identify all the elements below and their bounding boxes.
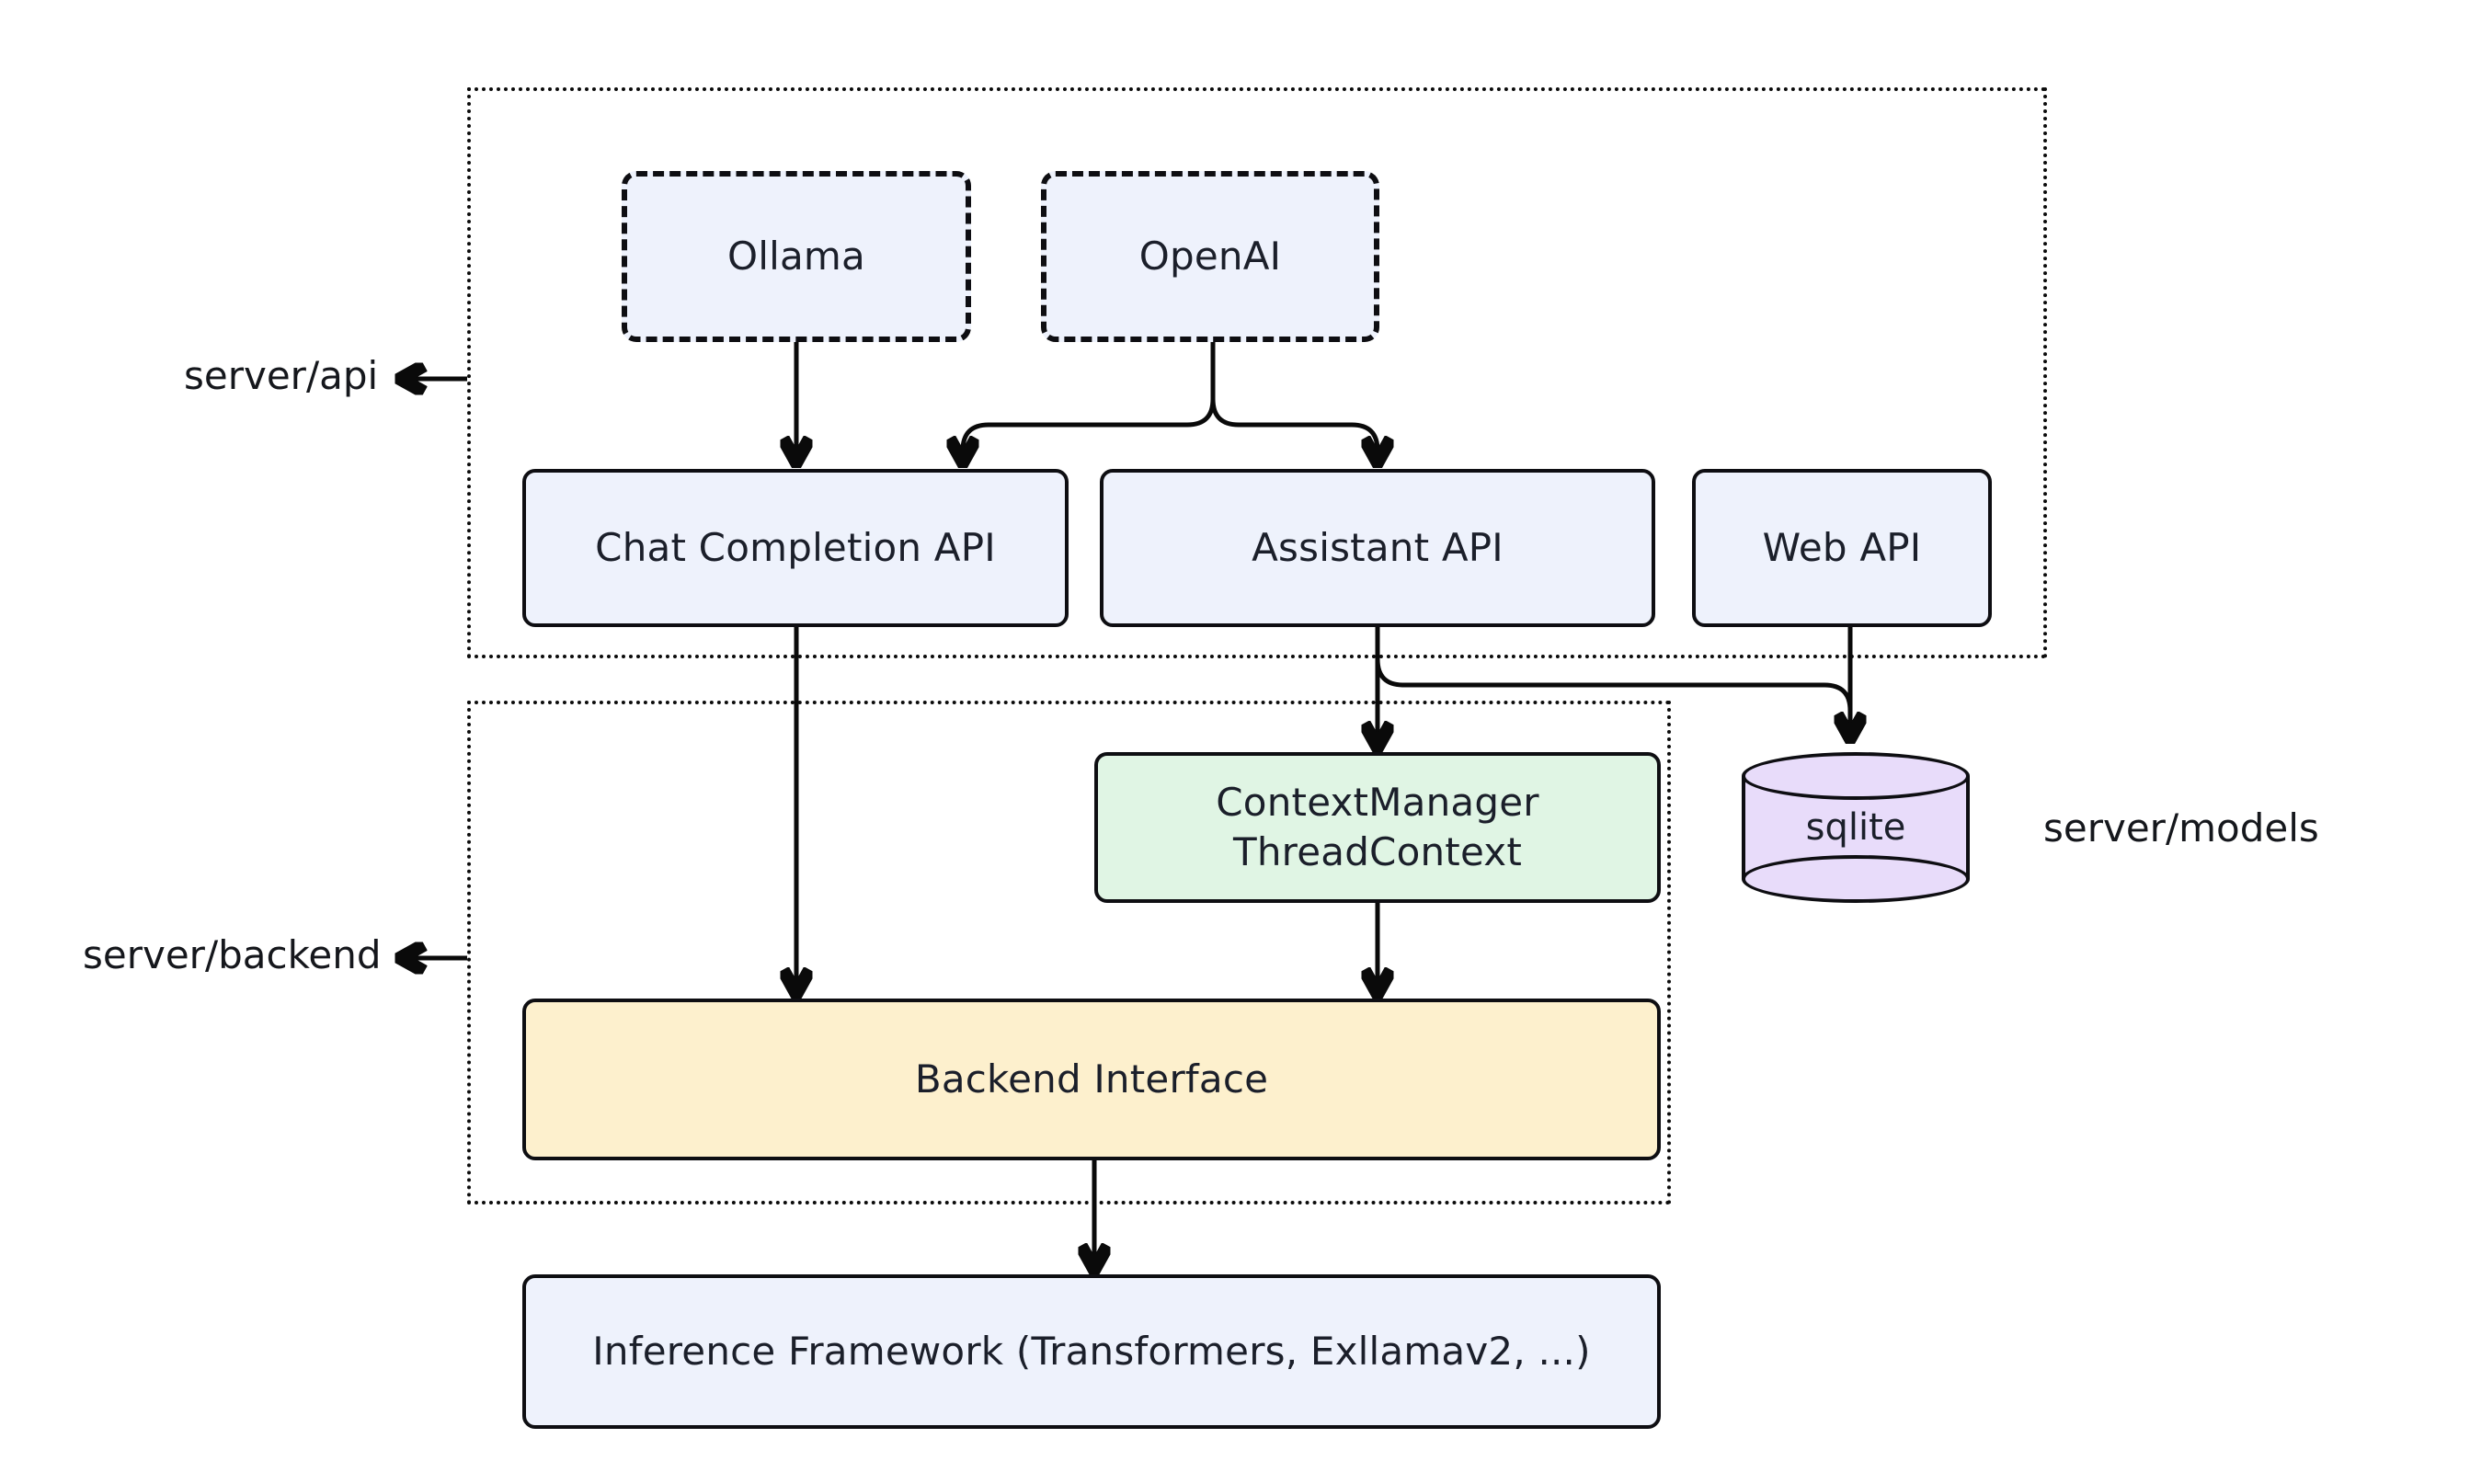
label-server-api: server/api — [184, 353, 379, 398]
node-chat-completion-api-label: Chat Completion API — [595, 525, 996, 571]
node-chat-completion-api[interactable]: Chat Completion API — [522, 469, 1069, 627]
node-web-api-label: Web API — [1762, 525, 1922, 571]
node-backend-interface-label: Backend Interface — [914, 1056, 1269, 1102]
label-server-models: server/models — [2043, 805, 2319, 850]
node-context-manager-label: ContextManager ThreadContext — [1216, 780, 1539, 874]
node-inference-framework[interactable]: Inference Framework (Transformers, Exlla… — [522, 1274, 1661, 1429]
node-assistant-api[interactable]: Assistant API — [1100, 469, 1655, 627]
group-server-backend — [467, 701, 1671, 1204]
sqlite-cylinder-top — [1742, 752, 1970, 800]
label-server-backend: server/backend — [83, 932, 382, 977]
node-openai[interactable]: OpenAI — [1041, 171, 1379, 342]
node-assistant-api-label: Assistant API — [1252, 525, 1504, 571]
node-backend-interface[interactable]: Backend Interface — [522, 999, 1661, 1160]
node-web-api[interactable]: Web API — [1692, 469, 1992, 627]
node-ollama-label: Ollama — [727, 234, 865, 280]
group-server-api — [467, 87, 2047, 658]
node-context-manager[interactable]: ContextManager ThreadContext — [1094, 752, 1661, 903]
node-sqlite[interactable]: sqlite — [1742, 752, 1970, 903]
node-openai-label: OpenAI — [1138, 234, 1282, 280]
sqlite-cylinder-bottom — [1742, 855, 1970, 903]
node-ollama[interactable]: Ollama — [622, 171, 971, 342]
node-inference-framework-label: Inference Framework (Transformers, Exlla… — [592, 1329, 1591, 1375]
node-sqlite-label: sqlite — [1805, 806, 1906, 849]
